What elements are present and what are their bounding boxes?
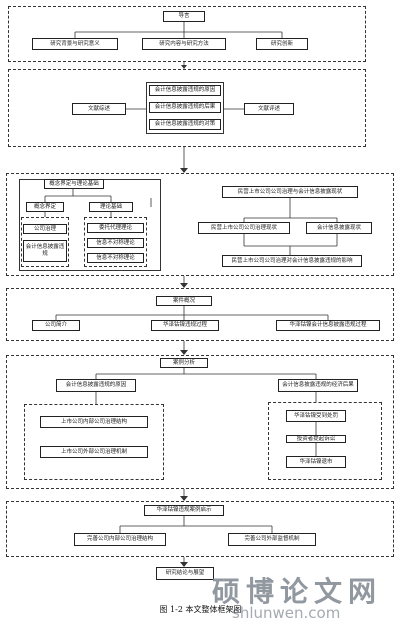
status-title-box: 民营上市公司公司治理与会计信息披露现状 xyxy=(222,186,358,198)
theory-basis-box: 理论基础 xyxy=(89,202,133,212)
punishment-box: 华泽钴镍受到处罚 xyxy=(286,410,346,422)
literature-review-box: 文献综述 xyxy=(72,103,126,115)
external-supervision-box: 完善公司外部监督机制 xyxy=(228,533,316,546)
external-governance-box: 上市公司外部公司治理机制 xyxy=(40,446,148,458)
agency-theory-box: 信息不对称理论 xyxy=(87,238,144,248)
corporate-governance-box: 公司治理 xyxy=(23,224,67,234)
section-introduction xyxy=(8,6,366,62)
governance-impact-box: 民营上市公司公司治理对会计信息披露违规的影响 xyxy=(222,255,362,267)
literature-group-box xyxy=(146,82,224,134)
delisting-box: 华泽钴镍退市 xyxy=(286,456,346,468)
internal-governance-box: 上市公司内部公司治理结构 xyxy=(40,416,148,428)
watermark-url: shlunwen.com xyxy=(232,604,341,622)
disclosure-violation-process-box: 华泽钴镍会计信息披露违规过程 xyxy=(276,320,380,331)
concept-theory-title: 概念界定与理论基础 xyxy=(44,179,104,189)
section-enlightenment xyxy=(6,501,394,557)
concept-definition-box: 概念界定 xyxy=(26,202,64,212)
concept-items-group xyxy=(21,217,69,267)
case-analysis-title: 案例分析 xyxy=(160,358,208,368)
disclosure-violation-box: 会计信息披露违规 xyxy=(23,240,67,262)
information-asymmetry-box: 信息不对称理论 xyxy=(87,253,144,263)
violation-consequence-box: 会计信息披露违规的后果 xyxy=(149,102,221,113)
enlightenment-title: 华泽钴镍违规案例启示 xyxy=(144,505,224,516)
literature-comment-box: 文献评述 xyxy=(244,103,294,115)
background-box: 研究背景与研究意义 xyxy=(32,38,118,50)
case-overview-title: 案件概况 xyxy=(156,296,212,306)
stakeholder-theory-box: 委托代理理论 xyxy=(87,223,144,233)
section-case-analysis xyxy=(6,355,394,489)
violation-reasons-box: 会计信息披露违规的原因 xyxy=(56,379,136,392)
section-literature xyxy=(8,69,366,147)
violation-process-box: 华泽钴镍违规过程 xyxy=(151,320,219,331)
figure-caption: 图 1-2 本文整体框架图 xyxy=(159,605,242,614)
introduction-title-box: 导言 xyxy=(163,11,205,22)
disclosure-status-box: 会计信息披露现状 xyxy=(306,222,372,234)
internal-structure-box: 完善公司内部公司治理结构 xyxy=(74,533,166,546)
content-method-box: 研究内容与研究方法 xyxy=(142,38,226,50)
consequences-group xyxy=(268,402,382,480)
innovation-box: 研究创新 xyxy=(256,38,308,50)
economic-consequences-box: 会计信息披露违规的经济后果 xyxy=(278,379,358,392)
watermark-logo: 硕博论文网 xyxy=(212,575,383,608)
theory-items-group xyxy=(84,217,147,267)
section-case-overview xyxy=(6,288,394,341)
reasons-group xyxy=(24,404,164,480)
governance-status-box: 民营上市公司公司治理现状 xyxy=(198,222,290,234)
violation-cause-box: 会计信息披露违规的原因 xyxy=(149,85,221,96)
company-profile-box: 公司简介 xyxy=(32,320,80,331)
conclusion-box: 研究结论与展望 xyxy=(156,567,214,580)
lawsuit-box: 投资者提起诉讼 xyxy=(286,435,346,443)
violation-countermeasure-box: 会计信息披露违规的对策 xyxy=(149,119,221,130)
section-theory-status xyxy=(6,173,394,276)
